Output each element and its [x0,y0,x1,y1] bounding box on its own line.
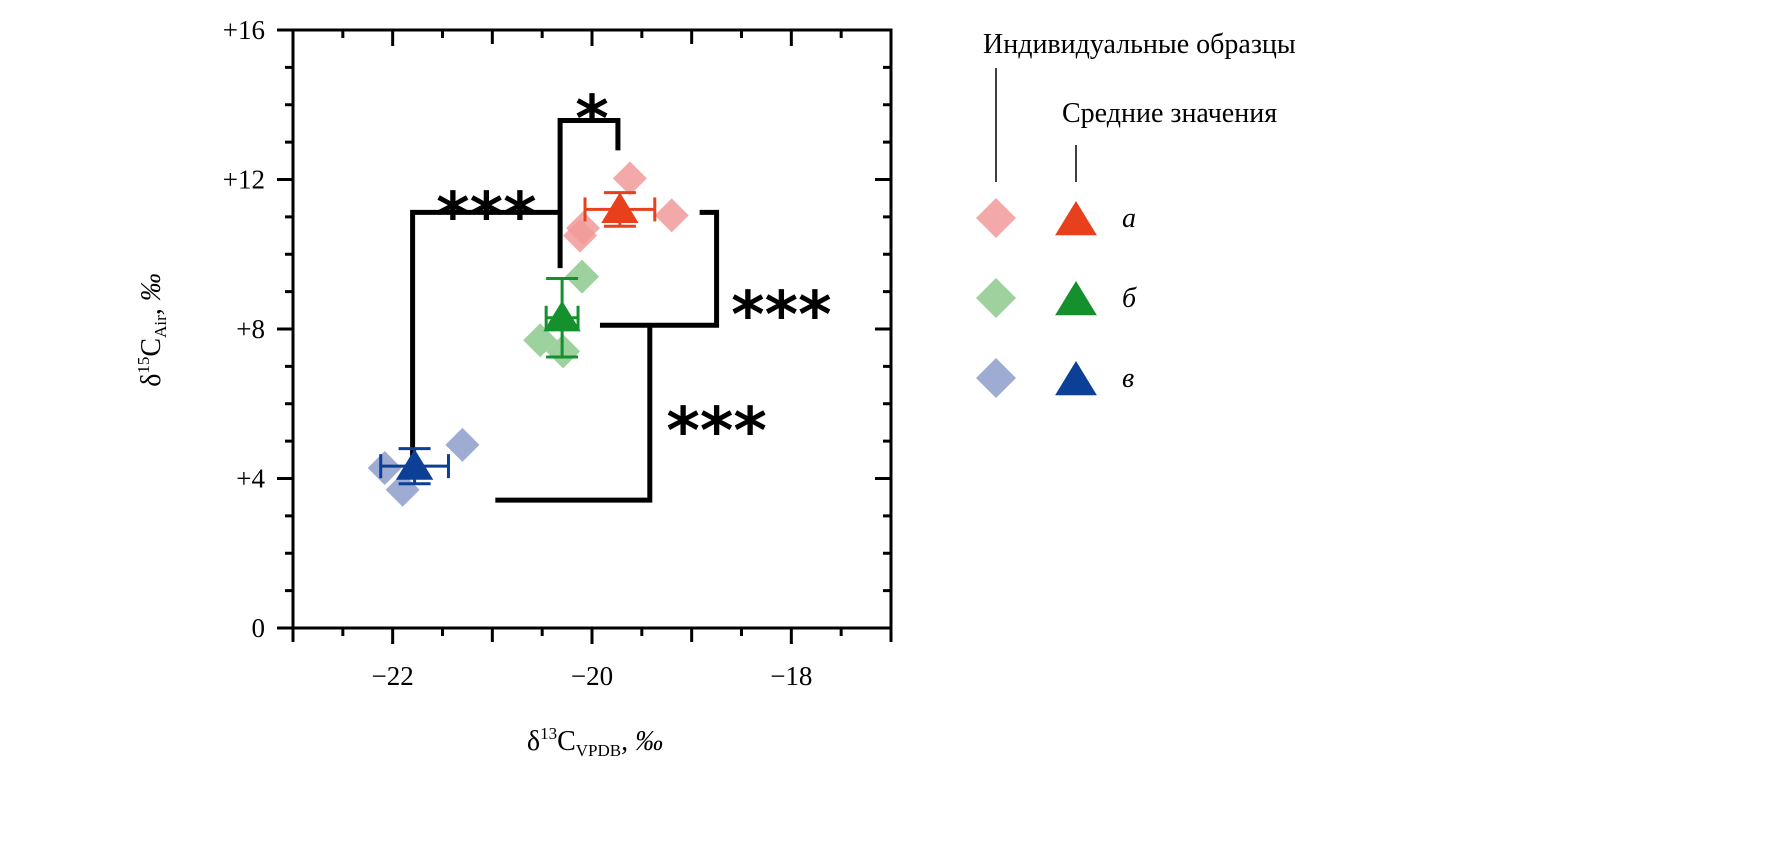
legend-triangle-icon [1055,281,1097,316]
legend-triangle-icon [1055,361,1097,396]
x-tick-label: −18 [770,661,812,691]
legend: Индивидуальные образцы Средние значения … [976,29,1296,398]
legend-triangle-icon [1055,201,1097,236]
significance-bracket [599,209,720,328]
legend-header-mean: Средние значения [1062,98,1277,129]
y-tick-label: +4 [236,464,265,494]
legend-diamond-icon [976,358,1016,398]
individual-point [445,427,480,462]
x-axis-title: δ13CVPDB, ‰ [527,724,663,760]
significance-stars: *** [436,180,536,254]
series-в [367,427,480,507]
legend-entry-а: а [976,198,1136,238]
significance-stars: *** [731,279,831,353]
significance-stars: *** [666,395,766,469]
legend-diamond-icon [976,198,1016,238]
data-marks [367,161,689,507]
legend-entry-в: в [976,358,1134,398]
mean-point [543,300,581,332]
significance-bracket [557,117,621,269]
y-tick-label: +16 [223,15,265,45]
series-б [523,259,600,369]
individual-point [367,451,402,486]
mean-point [395,449,434,480]
x-tick-label: −22 [372,661,414,691]
individual-point [612,161,647,196]
significance-stars: * [575,83,608,157]
legend-label: в [1122,363,1134,394]
individual-point [385,472,420,507]
y-tick-label: +12 [223,165,265,195]
significance-brackets: ********** [410,83,832,503]
individual-point [654,198,689,233]
legend-entry-б: б [976,278,1137,318]
y-tick-label: +8 [236,314,265,344]
legend-label: а [1122,203,1136,234]
series-а [563,161,689,253]
legend-label: б [1122,283,1137,314]
y-tick-label: 0 [252,613,266,643]
significance-bracket [410,209,561,466]
x-tick-label: −20 [571,661,613,691]
individual-point [563,218,598,253]
mean-point [601,192,639,223]
y-axis-title: δ15CAir, ‰ [134,273,170,387]
individual-point [523,323,558,358]
legend-header-individual: Индивидуальные образцы [983,29,1296,60]
individual-point [565,259,600,294]
significance-bracket [495,325,653,503]
axes: −22 −20 −18 0 +4 +8 +12 +16 [223,15,893,691]
legend-diamond-icon [976,278,1016,318]
